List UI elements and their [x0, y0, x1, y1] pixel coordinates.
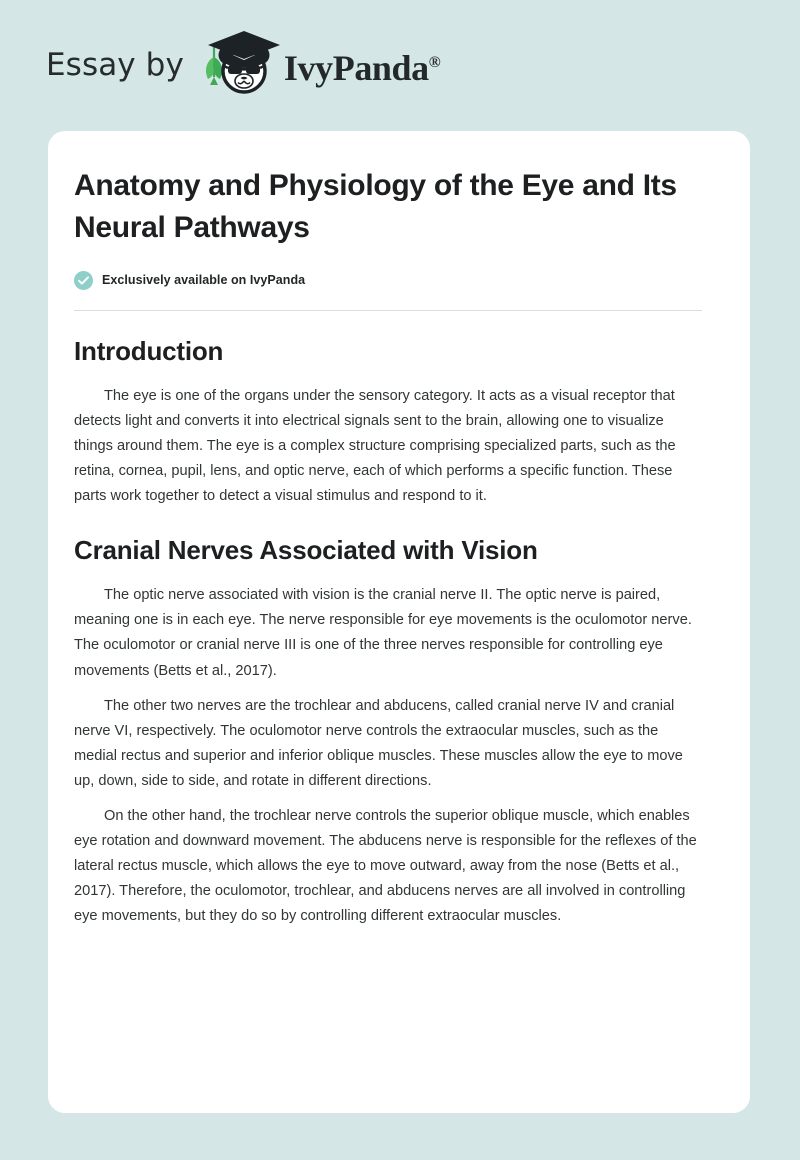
section-heading-cranial-nerves: Cranial Nerves Associated with Vision [74, 535, 538, 566]
exclusive-availability-label: Exclusively available on IvyPanda [102, 273, 306, 288]
exclusive-availability-badge: Exclusively available on IvyPanda [74, 271, 704, 290]
paragraph: The optic nerve associated with vision i… [74, 587, 692, 679]
ivypanda-wordmark: IvyPanda® [284, 50, 441, 86]
essay-paper-card: Anatomy and Physiology of the Eye and It… [48, 131, 750, 1113]
section-heading-introduction: Introduction [74, 336, 224, 366]
registered-trademark-icon: ® [428, 53, 441, 71]
essay-by-label: Essay by [46, 47, 184, 83]
paragraph: On the other hand, the trochlear nerve c… [74, 808, 697, 925]
title-divider [74, 310, 702, 311]
panda-graduate-icon [198, 27, 286, 99]
paragraph: The eye is one of the organs under the s… [74, 387, 676, 505]
paragraph: The other two nerves are the trochlear a… [74, 697, 683, 789]
paper-content: Anatomy and Physiology of the Eye and It… [74, 165, 704, 929]
page-title: Anatomy and Physiology of the Eye and It… [74, 169, 677, 244]
check-circle-icon [74, 271, 93, 290]
wordmark-text: IvyPanda [283, 47, 429, 88]
brand-header: Essay by [0, 0, 800, 131]
